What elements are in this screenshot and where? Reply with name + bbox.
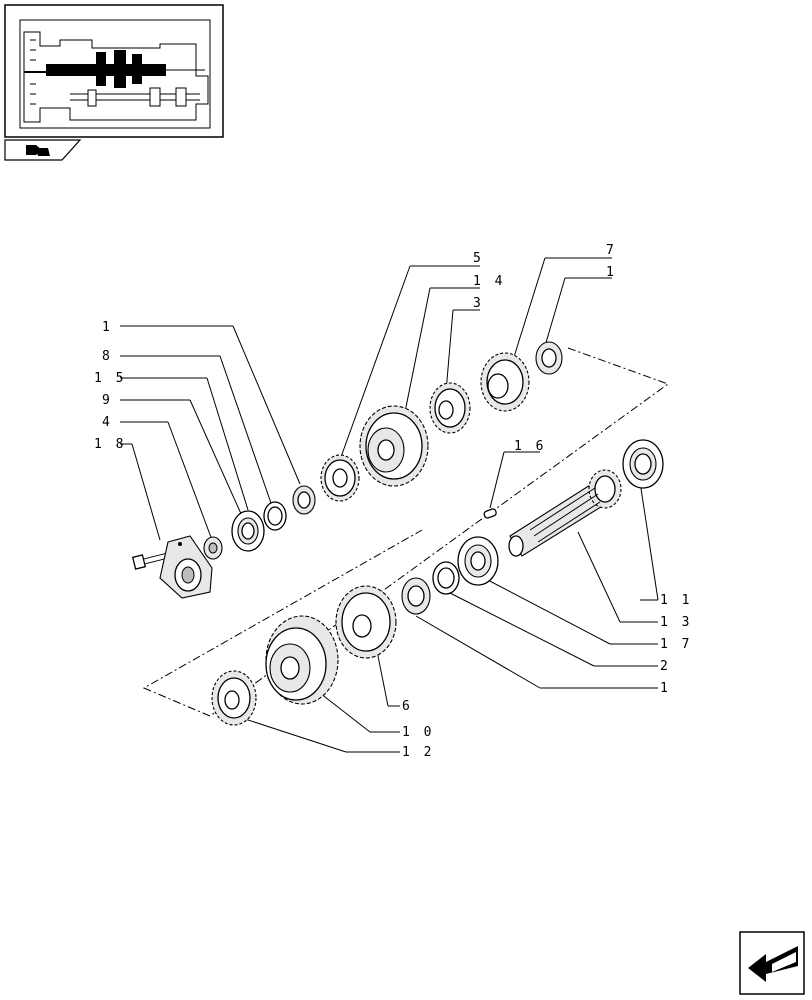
callout-3: 3 [473,296,484,311]
callout-1-right: 1 [660,681,671,696]
part-17-bearing[interactable] [457,536,499,586]
callout-17: 1 7 [660,637,692,652]
callout-12: 1 2 [402,745,434,760]
part-15-bearing[interactable] [231,510,265,552]
part-11-bearing[interactable] [622,439,664,489]
callout-9: 9 [102,393,113,408]
part-4-cover-plate[interactable] [159,535,213,599]
part-1-bushing-upper[interactable] [535,341,563,375]
part-1-needle-bearing-lower[interactable] [401,577,431,615]
part-9-spacer[interactable] [203,536,223,560]
callout-5: 5 [473,251,484,266]
callout-8: 8 [102,349,113,364]
part-8-ring[interactable] [263,501,287,531]
part-5-gear[interactable] [320,454,360,502]
callout-4: 4 [102,415,113,430]
book-arrow-icon[interactable] [4,139,82,161]
callout-7: 7 [606,243,617,258]
part-12-gear[interactable] [211,670,257,726]
callout-15: 1 5 [94,371,126,386]
part-16-pin[interactable] [483,508,497,519]
part-13-shaft[interactable] [508,469,622,557]
callout-11: 1 1 [660,593,692,608]
callout-1-upper: 1 [606,265,617,280]
next-page-arrow-icon[interactable] [739,931,805,995]
part-2-ring[interactable] [432,561,460,595]
part-10-gear[interactable] [265,615,339,705]
callout-6: 6 [402,699,413,714]
part-7-gear[interactable] [480,352,530,412]
callout-2: 2 [660,659,671,674]
thumbnail-frame[interactable] [4,4,224,138]
callout-18: 1 8 [94,437,126,452]
callout-labels: 5 1 4 3 7 1 1 8 1 5 9 4 1 8 1 6 1 1 1 3 … [94,243,692,760]
callout-14: 1 4 [473,274,505,289]
callout-13: 1 3 [660,615,692,630]
part-14-gear[interactable] [359,405,429,487]
callout-16: 1 6 [514,439,546,454]
part-1-needle-bearing[interactable] [292,485,316,515]
callout-1-left: 1 [102,320,113,335]
assembly-boundary [142,347,670,717]
callout-10: 1 0 [402,725,434,740]
leader-lines [120,257,659,753]
part-6-gear[interactable] [335,585,397,659]
part-3-gear[interactable] [429,382,471,434]
transmission-section-thumbnail [19,19,211,129]
